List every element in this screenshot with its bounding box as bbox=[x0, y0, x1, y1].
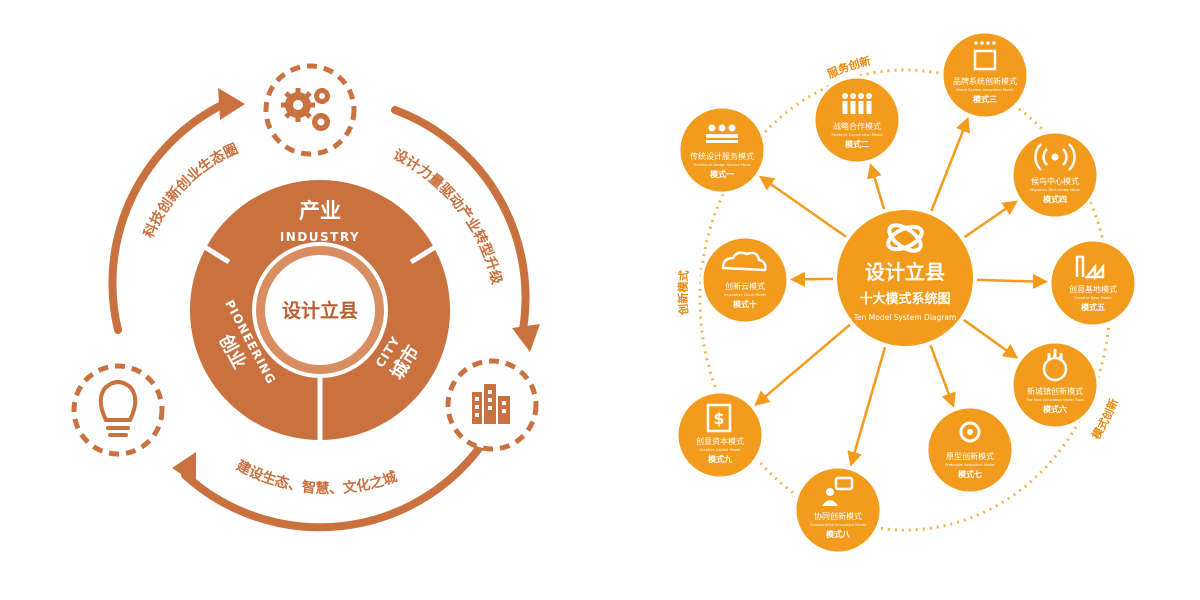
city-node bbox=[445, 358, 539, 452]
model-node-circle bbox=[1010, 130, 1100, 220]
svg-text:$: $ bbox=[713, 409, 724, 428]
team-icon bbox=[706, 124, 738, 143]
factory-icon bbox=[1075, 255, 1105, 281]
box-icon bbox=[973, 41, 997, 71]
model-name: 原型创新模式 bbox=[946, 451, 994, 461]
model-number: 模式五 bbox=[1081, 302, 1105, 312]
gears-icon bbox=[281, 88, 330, 131]
model-english: Creative Base Model bbox=[1075, 296, 1112, 300]
model-node-5: 创意基地模式 Creative Base Model 模式五 bbox=[1048, 238, 1138, 328]
spoke-arrow bbox=[976, 273, 1049, 289]
model-node-circle bbox=[1010, 340, 1100, 430]
hub-subtitle: 十大模式系统图 bbox=[859, 291, 950, 307]
arc-text-left-r: 创新模式 bbox=[676, 270, 691, 317]
spoke-arrow bbox=[963, 200, 1018, 239]
lightbulb-icon bbox=[98, 380, 138, 437]
model-node-2: 战略合作模式 Strategic Cooperation Model 模式二 bbox=[812, 75, 902, 165]
model-node-circle bbox=[940, 30, 1030, 120]
model-node-10: 创新云模式 Innovative Cloud Model 模式十 bbox=[700, 235, 790, 325]
gears-node bbox=[263, 63, 357, 157]
spoke-arrow bbox=[962, 318, 1019, 359]
spoke-arrow bbox=[754, 323, 851, 406]
spokes bbox=[754, 116, 1049, 467]
chat-people-icon bbox=[822, 476, 854, 506]
model-number: 模式二 bbox=[845, 139, 869, 149]
lightbulb-node bbox=[71, 363, 165, 457]
model-node-8: 协同创新模式 Collaborative Innovation Model 模式八 bbox=[793, 465, 883, 555]
model-name: 创意资本模式 bbox=[696, 436, 744, 446]
model-english: Strategic Cooperation Model bbox=[831, 133, 882, 137]
model-name: 品牌系统创新模式 bbox=[953, 76, 1017, 86]
model-english: Collaborative Innovation Model bbox=[810, 523, 866, 527]
spoke-arrow bbox=[867, 163, 886, 210]
model-name: 新城镇创新模式 bbox=[1027, 386, 1083, 396]
buildings-icon bbox=[472, 384, 510, 424]
model-node-circle bbox=[677, 105, 767, 195]
model-name: 协同创新模式 bbox=[814, 511, 862, 521]
model-number: 模式一 bbox=[710, 169, 734, 179]
globe-city-icon bbox=[1042, 349, 1068, 382]
model-english: Traditional Design Service Mode bbox=[692, 163, 751, 167]
model-node-circle bbox=[700, 235, 790, 325]
model-number: 模式六 bbox=[1043, 404, 1067, 414]
model-name: 创新云模式 bbox=[725, 281, 765, 291]
left-diagram: 设计立县 产业 INDUSTRY PIONEERING 创业 CITY 城市 科… bbox=[71, 63, 540, 532]
outer-cycle-arrows bbox=[108, 98, 530, 532]
spoke-arrow bbox=[929, 344, 956, 408]
cloud-icon bbox=[721, 251, 767, 272]
donut-chart: 设计立县 产业 INDUSTRY PIONEERING 创业 CITY 城市 bbox=[190, 180, 450, 440]
model-node-circle bbox=[925, 405, 1015, 495]
people-group-icon bbox=[842, 93, 872, 114]
model-name: 候鸟中心模式 bbox=[1031, 176, 1079, 186]
model-number: 模式七 bbox=[958, 469, 982, 479]
model-english: Brand System Innovation Model bbox=[956, 88, 1013, 92]
atom-logo-icon bbox=[886, 223, 924, 253]
model-node-circle bbox=[812, 75, 902, 165]
model-english: Prototype Innovation Model bbox=[945, 463, 994, 467]
cycle-arrow-right bbox=[391, 106, 530, 339]
model-english: Migratory Bird Center Mode bbox=[1030, 188, 1081, 192]
model-number: 模式十 bbox=[733, 299, 757, 309]
model-node-7: 原型创新模式 Prototype Innovation Model 模式七 bbox=[925, 405, 1015, 495]
model-number: 模式四 bbox=[1043, 194, 1067, 204]
cycle-arrowheads bbox=[172, 88, 540, 484]
model-node-circle bbox=[1048, 238, 1138, 328]
model-name: 传统设计服务模式 bbox=[690, 151, 754, 161]
model-node-circle bbox=[793, 465, 883, 555]
segment-top-en: INDUSTRY bbox=[280, 230, 360, 244]
model-english: Innovative Cloud Model bbox=[724, 293, 766, 297]
spoke-arrow bbox=[758, 175, 847, 238]
segment-top-cn: 产业 bbox=[299, 199, 341, 223]
model-node-1: 传统设计服务模式 Traditional Design Service Mode 模… bbox=[677, 105, 767, 195]
model-english: Creative Capital Model bbox=[700, 448, 741, 452]
model-english: The New Innovation Model Town bbox=[1025, 398, 1084, 402]
cycle-arrow-left bbox=[108, 98, 232, 334]
spoke-arrow bbox=[930, 116, 970, 212]
hub-title: 设计立县 bbox=[865, 260, 945, 284]
model-number: 模式八 bbox=[826, 529, 851, 539]
model-node-4: 候鸟中心模式 Migratory Bird Center Mode 模式四 bbox=[1010, 130, 1100, 220]
arc-text-bottom: 建设生态、智慧、文化之城 bbox=[234, 457, 400, 497]
divider-right bbox=[409, 238, 447, 265]
model-name: 战略合作模式 bbox=[833, 121, 881, 131]
cycle-arrow-bottom bbox=[181, 436, 489, 532]
model-node-circle bbox=[675, 390, 765, 480]
hub-english: Ten Model System Diagram bbox=[853, 313, 957, 322]
money-icon: $ bbox=[706, 403, 732, 433]
model-node-3: 品牌系统创新模式 Brand System Innovation Model 模式三 bbox=[940, 30, 1030, 120]
center-hub: 设计立县 十大模式系统图 Ten Model System Diagram bbox=[833, 206, 977, 350]
model-number: 模式九 bbox=[708, 454, 732, 464]
model-nodes: 传统设计服务模式 Traditional Design Service Mode 模… bbox=[675, 30, 1138, 555]
model-number: 模式三 bbox=[973, 94, 997, 104]
spoke-arrow bbox=[847, 346, 887, 467]
model-node-6: 新城镇创新模式 The New Innovation Model Town 模式六 bbox=[1010, 340, 1100, 430]
divider-left bbox=[193, 238, 231, 265]
center-label: 设计立县 bbox=[282, 299, 358, 322]
model-node-9: $ 创意资本模式 Creative Capital Model 模式九 bbox=[675, 390, 765, 480]
signal-icon bbox=[1034, 143, 1076, 171]
gear-arrows-icon bbox=[959, 421, 981, 443]
model-name: 创意基地模式 bbox=[1069, 284, 1117, 294]
